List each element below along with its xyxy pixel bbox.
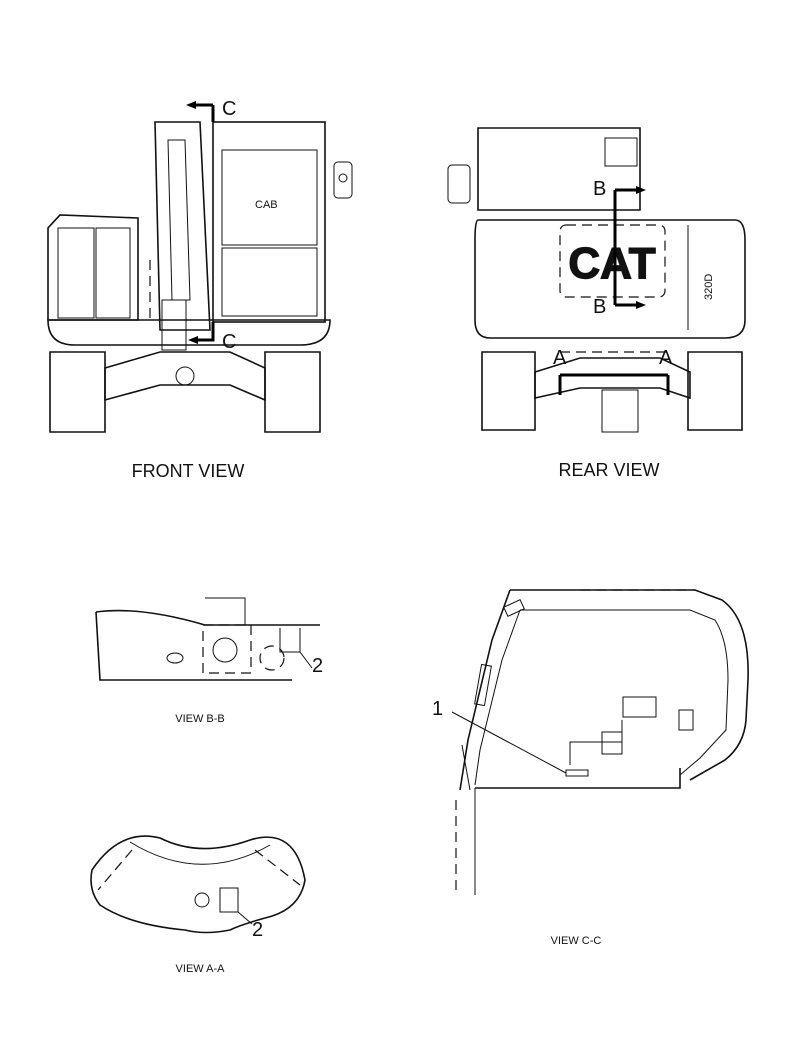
rear-swing-motor <box>601 389 639 433</box>
aa-caption: VIEW A-A <box>176 963 226 975</box>
front-cab-window-lower <box>221 247 318 317</box>
front-swing-center <box>175 366 195 386</box>
cc-caption: VIEW C-C <box>551 935 602 947</box>
section-b-bottom-arrowhead <box>636 301 646 309</box>
section-c-top-arrowhead <box>186 101 196 109</box>
section-b-top-label: B <box>593 178 606 200</box>
rear-side-text: 320D <box>703 274 715 300</box>
front-left-track <box>49 351 106 433</box>
section-c-bottom-arrow <box>195 322 215 342</box>
front-mirror <box>333 161 353 199</box>
section-c-bottom-label: C <box>222 331 236 353</box>
aa-outline <box>90 835 306 934</box>
bb-bracket <box>205 597 246 625</box>
bb-body <box>95 611 292 681</box>
front-mirror-knob <box>338 173 348 183</box>
cc-callout: 1 <box>432 698 443 720</box>
cc-decal <box>565 769 589 777</box>
rear-left-track <box>481 351 536 431</box>
rear-logo: CAT <box>568 239 655 288</box>
rear-mirror <box>447 164 471 204</box>
bb-callout: 2 <box>312 655 323 677</box>
view-bb: 2 VIEW B-B <box>95 597 323 725</box>
bb-caption: VIEW B-B <box>175 713 225 725</box>
bb-decal <box>279 628 301 653</box>
bb-slot <box>166 652 184 664</box>
cc-console-panel <box>601 731 623 755</box>
section-a-left-label: A <box>553 347 567 369</box>
front-left-panel <box>47 214 139 321</box>
section-c-top-label: C <box>222 98 236 120</box>
cc-front-pillar-outer <box>459 589 511 791</box>
bb-circle <box>212 637 238 663</box>
front-carbody <box>104 351 266 402</box>
cc-console-frame <box>569 720 623 765</box>
section-c-bottom-arrowhead <box>188 336 198 344</box>
cc-floor <box>475 768 681 789</box>
cc-pillar-lower <box>461 744 471 791</box>
cc-roof-handle <box>503 599 525 617</box>
front-view-caption: FRONT VIEW <box>132 461 245 481</box>
cc-cab-outline-inner <box>520 609 729 776</box>
cc-front-pillar-inner <box>474 609 521 786</box>
rear-right-track <box>687 351 743 431</box>
cc-pillar-handle <box>474 663 492 707</box>
front-cab-window-upper <box>221 149 318 246</box>
rear-carbody <box>534 357 691 400</box>
aa-decal <box>219 887 239 913</box>
cc-console-block <box>622 696 657 718</box>
rear-counterweight <box>474 219 746 339</box>
cab-label: CAB <box>255 199 278 211</box>
aa-hidden-right <box>254 849 301 886</box>
front-right-track <box>264 351 321 433</box>
cc-cab-outline-outer <box>510 589 749 781</box>
bb-leader <box>299 651 313 669</box>
front-upper-frame <box>47 319 331 346</box>
view-cc: 1 VIEW C-C <box>432 589 749 947</box>
front-view: CAB C C FRONT VIEW <box>47 98 353 481</box>
aa-inner-curve <box>129 841 271 865</box>
aa-hidden-left <box>97 849 133 891</box>
section-b-top-arrowhead <box>636 186 646 194</box>
aa-callout: 2 <box>252 919 263 941</box>
front-left-door <box>57 227 95 319</box>
front-left-door-2 <box>95 227 131 319</box>
aa-hole <box>194 892 210 908</box>
bb-hidden-circle <box>259 645 285 671</box>
cc-leader <box>451 711 567 774</box>
front-cab <box>212 121 326 323</box>
rear-logo-area <box>559 224 666 298</box>
front-boom <box>154 121 211 331</box>
front-boom-inner <box>167 139 191 301</box>
view-aa: 2 VIEW A-A <box>90 835 306 975</box>
front-bucket-link <box>161 299 187 351</box>
section-a-right-label: A <box>659 347 673 369</box>
bb-hidden-box <box>202 624 252 674</box>
rear-cab <box>477 127 641 211</box>
aa-leader <box>237 911 253 925</box>
rear-view: CAT 320D B B A A REAR VIEW <box>447 127 746 480</box>
cc-console-small <box>678 709 694 731</box>
rear-view-caption: REAR VIEW <box>558 460 659 480</box>
section-b-bottom-label: B <box>593 296 606 318</box>
bb-top-contour <box>95 609 320 626</box>
rear-cab-box <box>604 137 638 167</box>
